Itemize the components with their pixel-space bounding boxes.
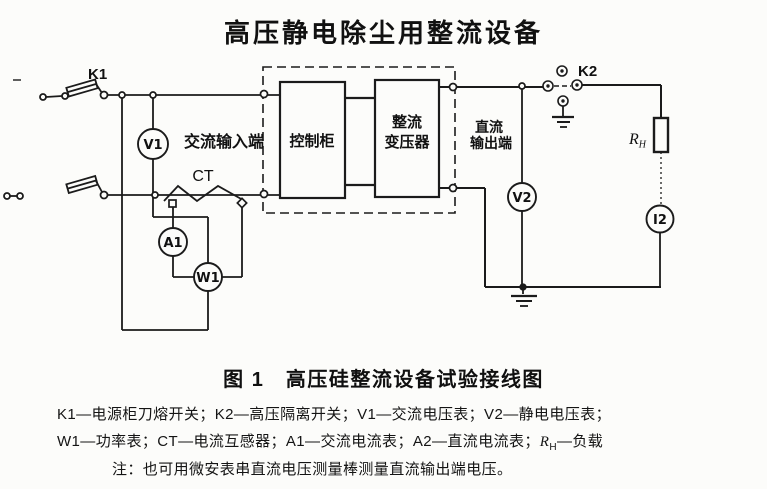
rectifier-transformer-label-top: 整流 [392,113,422,131]
meters [137,128,675,292]
junction-circle [518,82,526,90]
terminal-circle [3,192,11,200]
dc-output-label-top: 直流 [475,119,503,135]
i2-meter-label: I2 [653,213,667,228]
dc-output-label-bottom: 输出端 [470,135,512,151]
circuit-diagram: V1 A1 W1 V2 I2 K1 K2 CT 控制柜 整流 变压器 交流输入端… [3,63,675,331]
i2-meter-icon [645,204,675,234]
junction-circle [118,91,126,99]
w1-right-wire [222,206,243,278]
k1-switch-label: K1 [88,66,107,83]
w1-meter-icon [193,262,223,292]
figure-caption: 图 1 高压硅整流设备试验接线图 [223,369,544,391]
w1-voltage-loop-wire [121,95,209,331]
ct-zigzag [163,184,244,203]
load-resistor-icon [652,116,670,154]
junction-circle [448,82,458,92]
load-top-wire [582,84,662,118]
upper-switch-link [45,95,63,98]
v2-meter-icon [507,182,537,212]
legend-line-2: W1—功率表；CT—电流互感器；A1—交流电流表；A2—直流电流表；RH—负载 [57,430,603,453]
legend-line-1: K1—电源柜刀熔开关；K2—高压隔离开关；V1—交流电压表；V2—静电电压表； [57,406,611,423]
terminal-circle [16,192,24,200]
rectifier-transformer-label-bottom: 变压器 [384,133,430,151]
legend-load-text: —负载 [557,433,604,450]
junction-circle [448,183,458,193]
page-title: 高压静电除尘用整流设备 [223,18,543,48]
terminal-circle [61,92,69,100]
legend-line-2-text: W1—功率表；CT—电流互感器；A1—交流电流表；A2—直流电流表； [57,433,540,450]
ac-input-label: 交流输入端 [184,132,264,151]
v1-meter-icon [137,128,169,160]
v1-meter-label: V1 [143,138,162,153]
junction-circle [259,89,269,99]
ct-square-terminal [168,199,177,208]
rectifier-transformer-box [373,78,441,199]
load-resistor-label: RH [628,131,647,151]
k2-ground-icon [552,106,574,128]
v2-meter-label: V2 [512,191,531,206]
lower-blade-tip [95,180,103,193]
legend-load-symbol: R [539,434,550,450]
cabinet-transformer-links [345,96,375,187]
k1-switch-lower [3,174,109,200]
terminal-circle [99,190,109,200]
junction-circle [259,189,269,199]
junction-circle [149,91,157,99]
return-ground-icon [511,287,537,307]
legend-note: 注：也可用微安表串直流电压测量棒测量直流输出端电压。 [112,461,513,478]
k1-switch-upper [13,78,109,101]
legend-load-subscript: H [549,442,557,453]
dc-output-bottom-wire [439,187,486,287]
w1-meter-label: W1 [196,271,219,286]
control-cabinet-label: 控制柜 [289,132,334,150]
lower-fuse-icon [65,174,99,195]
junction-circle [151,191,159,199]
terminal-circle [39,93,47,101]
k2-switch-label: K2 [578,63,597,80]
ct-diamond-terminal [236,197,248,209]
w1-top-feed-wire [152,195,209,263]
a1-meter-label: A1 [163,236,182,251]
k2-isolator [542,65,583,128]
junction-circles [118,82,527,291]
terminal-circle [99,90,109,100]
upper-fuse-icon [65,78,99,98]
ct-label: CT [192,168,214,185]
upper-blade-tip [95,83,103,94]
equipment-dashed-boundary [262,66,456,214]
control-cabinet-box [278,80,347,200]
a1-meter-icon [158,227,188,257]
